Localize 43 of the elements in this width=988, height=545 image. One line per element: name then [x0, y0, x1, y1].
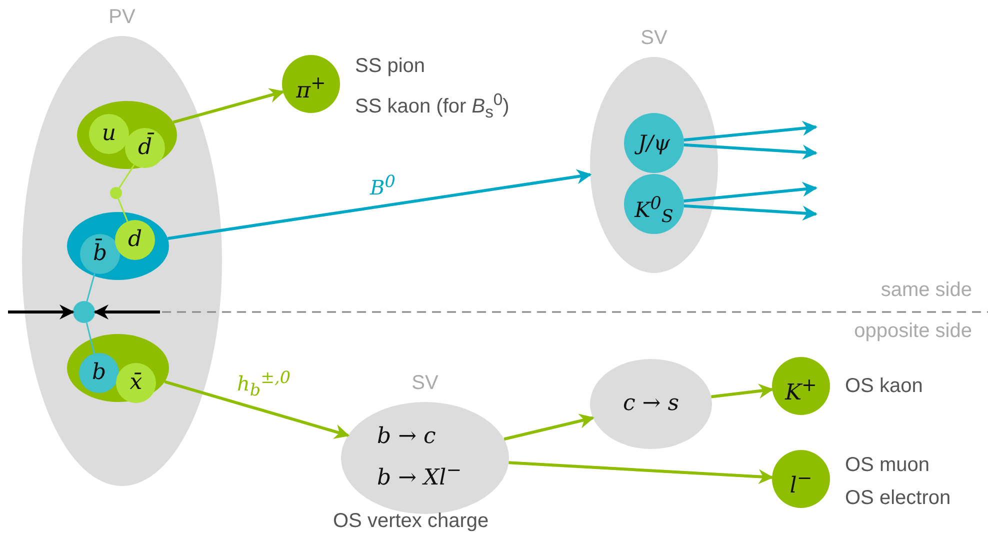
tagger-label: SS kaon (for B$_{s}$$^{0}$): [355, 89, 510, 124]
tagger-label: SS pion: [355, 54, 426, 79]
quark-circle: u: [89, 114, 129, 154]
arrow: [504, 414, 594, 441]
edge-label: B$^{0}$: [370, 172, 396, 200]
quark-circle: d: [115, 220, 155, 260]
particle-circle: π$^{+}$: [282, 55, 340, 113]
arrow: [168, 169, 592, 240]
particle-circle: J/ψ: [624, 113, 684, 173]
arrow: [94, 304, 160, 320]
connector-line: [118, 164, 135, 188]
decay-formula: b → Xl$^{−}$: [377, 459, 462, 493]
arrow: [684, 143, 818, 160]
tagger-label: OS vertex charge: [333, 509, 489, 534]
arrow: [711, 384, 774, 398]
decay-formula: c → s: [622, 390, 680, 418]
tagger-label: OS muon: [845, 453, 930, 478]
quark-circle: b̄: [80, 234, 120, 274]
particle-circle: K$^{+}$: [772, 357, 830, 415]
arrow: [684, 120, 818, 142]
vertex-label: PV: [108, 6, 136, 28]
side-label: opposite side: [854, 320, 972, 343]
connector-line: [86, 322, 95, 354]
tagger-label: OS kaon: [845, 374, 923, 399]
vertex-dot: [110, 187, 122, 199]
quark-circle: d̄: [125, 128, 165, 168]
decay-formula: b → c: [377, 423, 436, 452]
vertex-label: SV: [640, 27, 668, 49]
arrow: [164, 380, 350, 439]
arrow: [684, 204, 818, 221]
quark-circle: x̄: [116, 363, 156, 403]
connector-line: [86, 273, 96, 302]
arrow: [172, 88, 284, 124]
vertex-label: SV: [410, 372, 440, 394]
arrow: [684, 182, 818, 203]
connector-line: [118, 198, 128, 222]
particle-circle: l$^{−}$: [772, 450, 830, 508]
arrow: [508, 461, 774, 484]
tagger-label: OS electron: [845, 486, 951, 511]
quark-circle: b: [79, 353, 119, 393]
vertex-dot: [73, 301, 95, 323]
side-label: same side: [880, 279, 972, 302]
arrow: [8, 304, 74, 320]
